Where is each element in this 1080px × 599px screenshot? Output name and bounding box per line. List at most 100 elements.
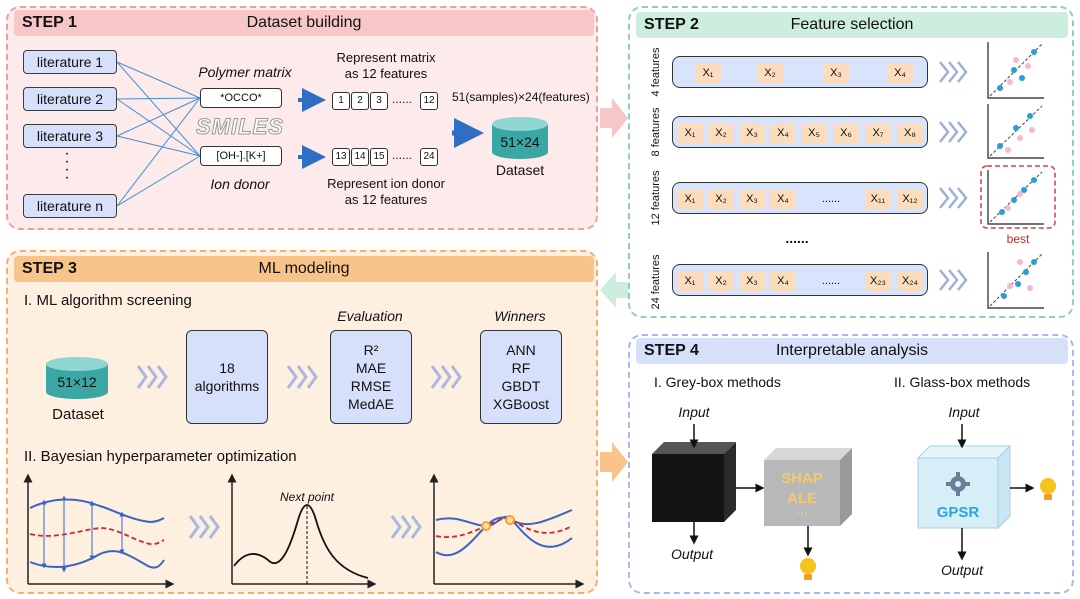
metric-medae: MedAE bbox=[348, 396, 394, 412]
feature-chip: X₄ bbox=[770, 123, 796, 143]
feature-row-12: X₁ X₂ X₃ X₄ ...... X₁₁ X₁₂ bbox=[672, 182, 928, 214]
matrix-feature-12: 12 bbox=[420, 92, 438, 110]
feature-chip: X₁ bbox=[677, 123, 703, 143]
dataset-cylinder-label: 51×24 bbox=[500, 134, 540, 150]
feature-arrows bbox=[298, 88, 484, 169]
glass-output-label: Output bbox=[940, 562, 984, 578]
represent-ion-line1: Represent ion donor bbox=[327, 176, 445, 191]
algorithms-word: algorithms bbox=[194, 378, 260, 394]
next-point-label: Next point bbox=[279, 490, 335, 504]
best-label: best bbox=[1006, 232, 1030, 246]
feature-chip: X₁ bbox=[677, 189, 703, 209]
row-ellipsis: ...... bbox=[785, 230, 809, 246]
step4-label: STEP 4 bbox=[644, 342, 699, 359]
grey-method-more: ··· bbox=[795, 506, 809, 521]
ion-feature-14: 14 bbox=[351, 148, 369, 166]
grey-box-cube bbox=[764, 448, 852, 526]
literature-1: literature 1 bbox=[23, 50, 117, 74]
winners-label: Winners bbox=[494, 308, 546, 324]
literature-3: literature 3 bbox=[23, 124, 117, 148]
gear-icon bbox=[946, 472, 970, 496]
ion-feature-13: 13 bbox=[332, 148, 350, 166]
winner-xgboost: XGBoost bbox=[492, 396, 550, 412]
metric-r2: R² bbox=[363, 342, 379, 358]
polymer-matrix-label: Polymer matrix bbox=[198, 64, 292, 80]
grey-method-shap: SHAP bbox=[781, 470, 823, 487]
grey-box-title: I. Grey-box methods bbox=[654, 374, 781, 390]
feature-chip: X₈ bbox=[897, 123, 923, 143]
feature-row-4: X₁ X₂ X₃ X₄ bbox=[672, 56, 928, 88]
feature-dots: ...... bbox=[821, 275, 841, 287]
bayesian-title: II. Bayesian hyperparameter optimization bbox=[24, 448, 297, 465]
winners-box: ANN RF GBDT XGBoost bbox=[480, 330, 562, 424]
feature-chip: X₁ bbox=[677, 271, 703, 291]
feature-chip: X₂₄ bbox=[897, 271, 923, 291]
smiles-label: SMILES bbox=[196, 114, 284, 140]
feature-chip: X₁₂ bbox=[897, 189, 923, 209]
scatter-plot-8 bbox=[987, 104, 1044, 159]
winner-gbdt: GBDT bbox=[501, 378, 541, 394]
dataset-12-cylinder-label: 51×12 bbox=[57, 374, 97, 390]
literature-2: literature 2 bbox=[23, 87, 117, 111]
step3-title: ML modeling bbox=[258, 260, 350, 277]
feature-row-8: X₁ X₂ X₃ X₄ X₅ X₆ X₇ X₈ bbox=[672, 116, 928, 148]
step4-title: Interpretable analysis bbox=[775, 342, 929, 359]
matrix-feature-1: 1 bbox=[332, 92, 350, 110]
step3-label: STEP 3 bbox=[22, 260, 77, 277]
dataset-size-label: 51(samples)×24(features) bbox=[452, 90, 590, 104]
grey-output-label: Output bbox=[670, 546, 714, 562]
feature-chip: X₃ bbox=[739, 123, 765, 143]
feature-dots: ...... bbox=[821, 193, 841, 205]
polymer-smiles-box: *OCCO* bbox=[200, 88, 282, 108]
feature-chip: X₇ bbox=[865, 123, 891, 143]
literature-n: literature n bbox=[23, 194, 117, 218]
grey-method-ale: ALE bbox=[787, 490, 817, 507]
bayes-plot-band bbox=[23, 473, 175, 589]
ion-donor-label: Ion donor bbox=[210, 176, 270, 192]
winner-rf: RF bbox=[511, 360, 531, 376]
literature-connections bbox=[116, 61, 201, 207]
evaluation-box: R² MAE RMSE MedAE bbox=[330, 330, 412, 424]
represent-ion-line2: as 12 features bbox=[344, 192, 428, 207]
algorithms-box: 18 algorithms bbox=[186, 330, 268, 424]
step2-header: STEP 2 Feature selection bbox=[636, 12, 1068, 38]
represent-matrix-line1: Represent matrix bbox=[336, 50, 436, 65]
algorithms-count: 18 bbox=[219, 360, 235, 376]
step2-title: Feature selection bbox=[790, 16, 914, 33]
feature-chip: X₂ bbox=[708, 189, 734, 209]
feature-chip: X₂₃ bbox=[865, 271, 891, 291]
ion-feature-15: 15 bbox=[370, 148, 388, 166]
feature-chip: X₂ bbox=[708, 271, 734, 291]
feature-chip: X₆ bbox=[833, 123, 859, 143]
bayes-plot-acquisition bbox=[227, 473, 377, 589]
feature-chip: X₁ bbox=[695, 63, 721, 83]
metric-rmse: RMSE bbox=[350, 378, 392, 394]
black-box-cube bbox=[652, 442, 736, 522]
dataset-label: Dataset bbox=[495, 162, 545, 178]
winner-ann: ANN bbox=[506, 342, 536, 358]
step1-header: STEP 1 Dataset building bbox=[14, 10, 594, 36]
matrix-feature-dots: ...... bbox=[392, 92, 413, 106]
lightbulb-icon bbox=[800, 558, 816, 580]
dataset-cylinder-icon bbox=[46, 357, 108, 399]
step4-header: STEP 4 Interpretable analysis bbox=[636, 338, 1068, 364]
glass-box-title: II. Glass-box methods bbox=[894, 374, 1031, 390]
represent-matrix-line2: as 12 features bbox=[344, 66, 428, 81]
metric-mae: MAE bbox=[355, 360, 387, 376]
step3-header: STEP 3 ML modeling bbox=[14, 256, 594, 282]
dataset-cylinder-icon bbox=[492, 117, 548, 159]
ml-screening-title: I. ML algorithm screening bbox=[24, 292, 192, 309]
feature-chip: X₄ bbox=[770, 189, 796, 209]
grey-input-label: Input bbox=[678, 404, 710, 420]
matrix-feature-3: 3 bbox=[370, 92, 388, 110]
feature-chip: X₂ bbox=[708, 123, 734, 143]
scatter-plot-12-best bbox=[980, 165, 1056, 229]
ion-feature-24: 24 bbox=[420, 148, 438, 166]
feature-chip: X₃ bbox=[739, 271, 765, 291]
glass-method-gpsr: GPSR bbox=[936, 504, 980, 521]
feature-chip: X₄ bbox=[887, 63, 913, 83]
ion-feature-dots: ...... bbox=[392, 148, 413, 162]
step1-panel bbox=[6, 6, 598, 230]
